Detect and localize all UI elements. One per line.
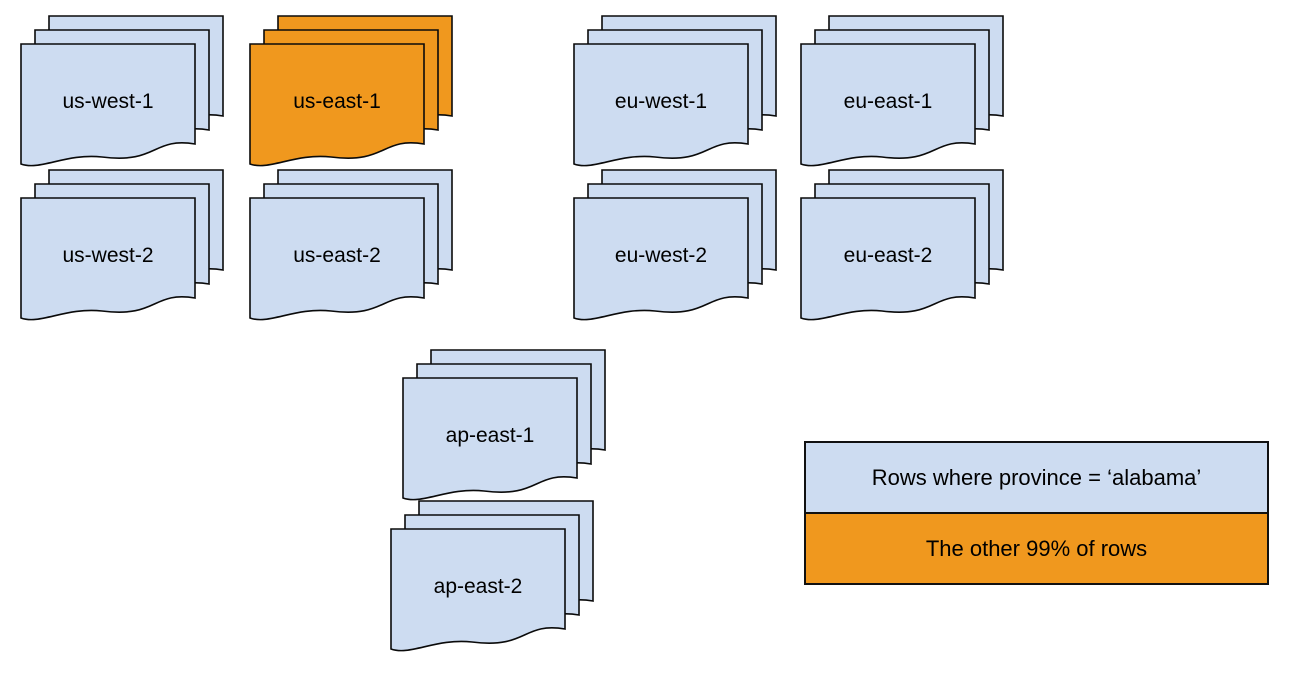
region-stack-us-west-2: us-west-2 (20, 169, 226, 325)
region-label-us-east-2: us-east-2 (293, 244, 381, 267)
region-label-eu-east-2: eu-east-2 (843, 244, 933, 267)
document-stack-icon (573, 169, 777, 321)
document-stack-icon (573, 15, 777, 167)
region-stack-eu-west-2: eu-west-2 (573, 169, 779, 325)
region-label-us-west-2: us-west-2 (62, 244, 154, 267)
region-stack-ap-east-1: ap-east-1 (402, 349, 608, 505)
region-stack-us-east-2: us-east-2 (249, 169, 455, 325)
document-shape-front (249, 43, 425, 167)
region-stack-us-west-1: us-west-1 (20, 15, 226, 171)
region-label-eu-east-1: eu-east-1 (843, 90, 933, 113)
document-stack-icon (20, 169, 224, 321)
legend: Rows where province = ‘alabama’ The othe… (804, 441, 1269, 585)
document-stack-icon (249, 15, 453, 167)
region-stack-us-east-1: us-east-1 (249, 15, 455, 171)
document-stack-icon (800, 15, 1004, 167)
document-shape-front (573, 197, 749, 321)
document-stack-icon (402, 349, 606, 501)
document-stack-icon (390, 500, 594, 652)
document-stack-icon (20, 15, 224, 167)
legend-item-alabama-rows: Rows where province = ‘alabama’ (806, 443, 1267, 512)
region-label-ap-east-1: ap-east-1 (445, 424, 535, 447)
region-label-us-west-1: us-west-1 (62, 90, 154, 113)
region-label-eu-west-1: eu-west-1 (614, 90, 708, 113)
document-shape-front (20, 43, 196, 167)
document-shape-front (20, 197, 196, 321)
legend-item-other-rows: The other 99% of rows (806, 512, 1267, 583)
document-shape-front (402, 377, 578, 501)
region-stack-ap-east-2: ap-east-2 (390, 500, 596, 656)
document-stack-icon (800, 169, 1004, 321)
document-shape-front (249, 197, 425, 321)
document-stack-icon (249, 169, 453, 321)
document-shape-front (573, 43, 749, 167)
region-stack-eu-west-1: eu-west-1 (573, 15, 779, 171)
document-shape-front (800, 43, 976, 167)
region-stack-eu-east-2: eu-east-2 (800, 169, 1006, 325)
region-label-eu-west-2: eu-west-2 (614, 244, 708, 267)
legend-label-alabama-rows: Rows where province = ‘alabama’ (871, 464, 1202, 490)
legend-label-other-rows: The other 99% of rows (925, 535, 1148, 561)
region-label-us-east-1: us-east-1 (293, 90, 381, 113)
document-shape-front (390, 528, 566, 652)
region-stack-eu-east-1: eu-east-1 (800, 15, 1006, 171)
region-label-ap-east-2: ap-east-2 (433, 575, 523, 598)
document-shape-front (800, 197, 976, 321)
